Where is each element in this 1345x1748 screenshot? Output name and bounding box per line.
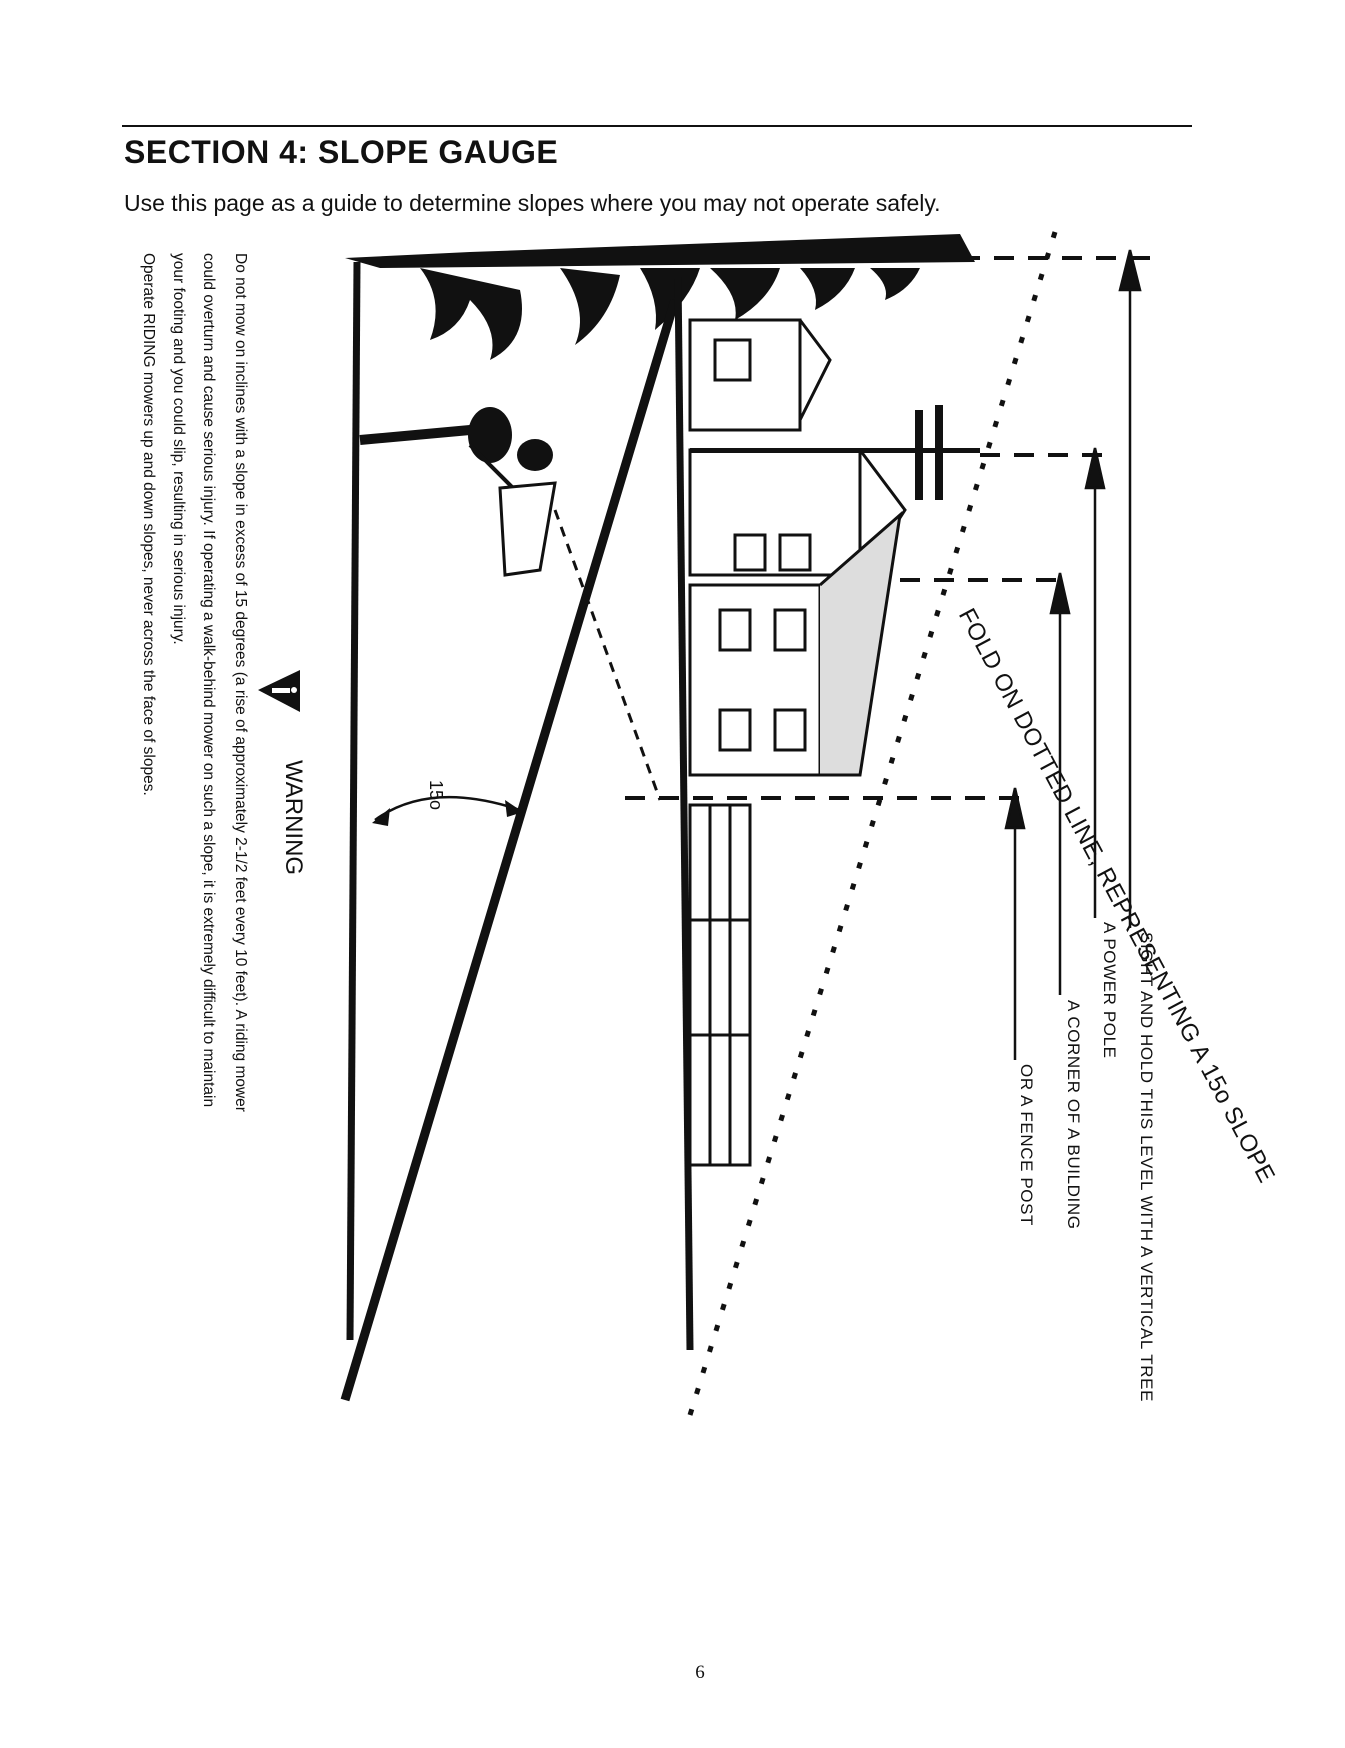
angle-arc (374, 795, 521, 822)
label-vertical-tree: SIGHT AND HOLD THIS LEVEL WITH A VERTICA… (1137, 932, 1156, 1403)
level-dashed-lines (625, 256, 1155, 800)
power-pole (690, 405, 980, 500)
ground-bar (345, 234, 975, 268)
slope-line (340, 298, 680, 1402)
sight-arrows (1004, 249, 1142, 1060)
label-fence-post: OR A FENCE POST (1017, 1064, 1036, 1227)
section-title: SECTION 4: SLOPE GAUGE (124, 134, 559, 170)
house-ground-line (674, 274, 694, 1351)
page-subtitle: Use this page as a guide to determine sl… (124, 190, 941, 216)
fold-dotted-line (687, 231, 1058, 1416)
warning-line-1: Do not mow on inclines with a slope in e… (232, 253, 249, 1112)
fence (688, 803, 752, 1167)
warning-triangle-icon (258, 670, 300, 712)
tree-foliage (420, 268, 920, 360)
person-with-mower (359, 407, 662, 801)
house (688, 318, 907, 777)
header-rule (122, 125, 1192, 127)
level-ground-line (346, 261, 361, 1341)
warning-line-3: your footing and you could slip, resulti… (170, 253, 187, 645)
label-building-corner: A CORNER OF A BUILDING (1064, 1000, 1083, 1230)
page-number: 6 (695, 1662, 705, 1683)
angle-label: 15o (426, 780, 446, 811)
warning-line-4: Operate RIDING mowers up and down slopes… (140, 253, 157, 796)
warning-heading: WARNING (280, 760, 307, 876)
warning-line-2: could overturn and cause serious injury.… (200, 253, 217, 1108)
label-power-pole: A POWER POLE (1100, 922, 1119, 1059)
